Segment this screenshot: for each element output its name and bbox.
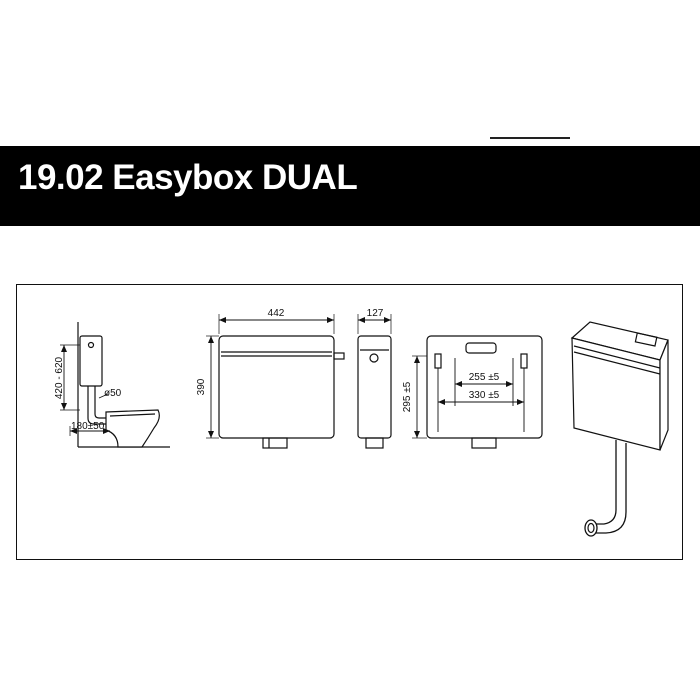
dim-inner-spacing: 255 ±5	[469, 372, 500, 383]
dim-pipe-diameter: ø50	[104, 388, 122, 399]
side-installation-view	[60, 322, 170, 448]
page-title: 19.02 Easybox DUAL	[18, 158, 358, 197]
rear-view	[412, 335, 543, 449]
scan-mark	[490, 137, 570, 139]
dim-offset: 180±50	[71, 421, 105, 432]
dim-depth: 127	[367, 308, 384, 319]
end-view	[357, 314, 392, 449]
dim-mount-height: 295 ±5	[402, 381, 413, 412]
front-view	[206, 314, 345, 449]
dim-width: 442	[268, 308, 285, 319]
title-bar	[0, 146, 700, 226]
dim-outer-spacing: 330 ±5	[469, 390, 500, 401]
perspective-view	[570, 321, 669, 537]
drawing-frame	[16, 284, 683, 560]
dim-height: 390	[196, 378, 207, 395]
dim-height-range: 420 - 620	[54, 356, 65, 399]
